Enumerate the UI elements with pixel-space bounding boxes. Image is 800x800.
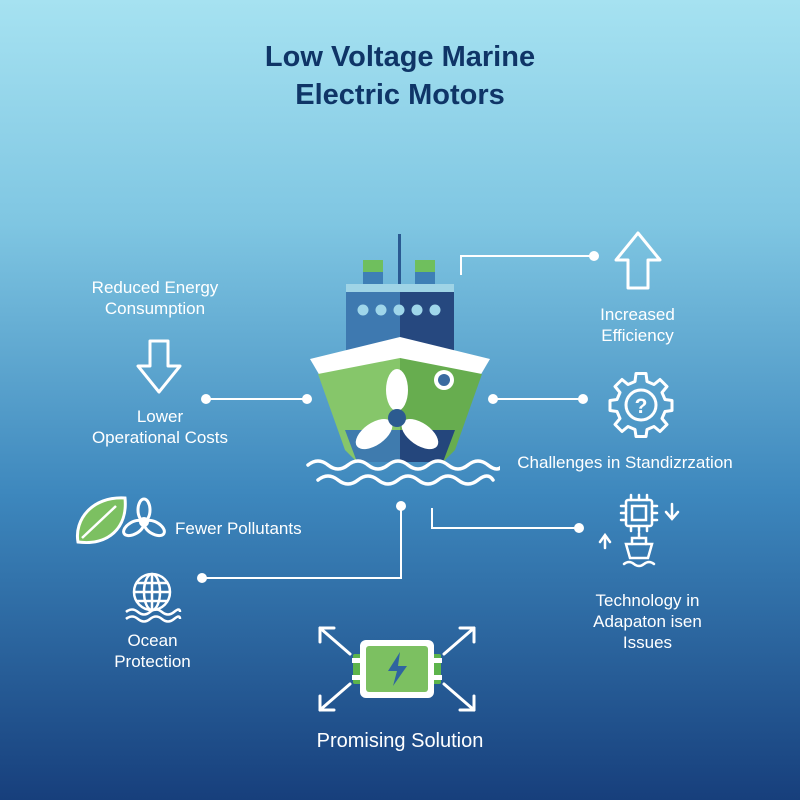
label-promising-solution: Promising Solution: [316, 730, 484, 752]
connector-efficiency: [460, 255, 594, 275]
dot-ocean-top: [396, 501, 406, 511]
dot-ocean-left: [197, 573, 207, 583]
globe-waves-icon: [125, 572, 182, 623]
label-lower-costs: Lower Operational Costs: [91, 407, 229, 447]
dot-challenges-left: [488, 394, 498, 404]
page-title: Low Voltage Marine Electric Motors: [0, 38, 800, 114]
svg-text:?: ?: [635, 395, 648, 418]
label-technology: Technology in Adapaton isen Issues: [593, 591, 702, 652]
title-line-1: Low Voltage Marine: [264, 41, 536, 73]
title-line-2: Electric Motors: [295, 79, 505, 111]
connector-ocean: [202, 506, 402, 579]
dot-challenges-right: [578, 394, 588, 404]
battery-expand-icon: [318, 626, 476, 712]
label-fewer-pollutants: Fewer Pollutants: [175, 519, 302, 538]
dot-technology: [574, 523, 584, 533]
label-ocean-protection: Ocean Protection: [114, 631, 191, 671]
dot-costs-right: [302, 394, 312, 404]
arrow-up-icon: [614, 231, 662, 290]
connector-technology: [431, 508, 579, 529]
chip-ship-icon: [598, 493, 680, 568]
arrow-down-icon: [136, 339, 182, 394]
dot-efficiency: [589, 251, 599, 261]
label-challenges: Challenges in Standizrzation: [517, 453, 733, 472]
label-increased-efficiency: Increased Efficiency: [600, 305, 675, 345]
leaf-propeller-icon: [75, 496, 166, 545]
ship-icon: [306, 234, 500, 486]
dot-costs-left: [201, 394, 211, 404]
gear-question-icon: ?: [608, 372, 674, 438]
label-reduced-energy: Reduced Energy Consumption: [91, 278, 219, 318]
